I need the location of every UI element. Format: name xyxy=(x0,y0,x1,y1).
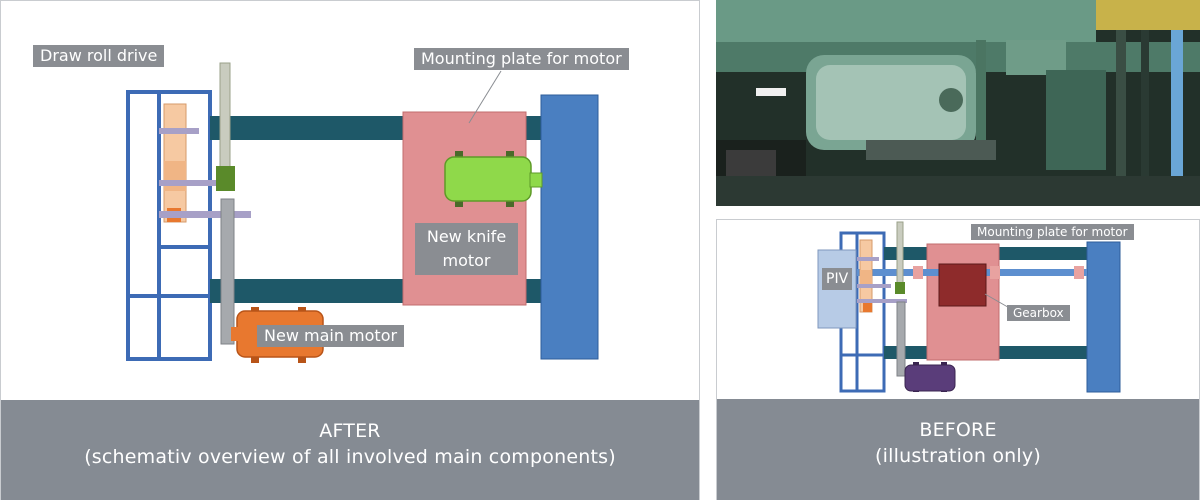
label-draw-roll-drive: Draw roll drive xyxy=(33,45,165,67)
old-main-motor xyxy=(904,362,956,392)
label-mounting-plate: Mounting plate for motor xyxy=(414,48,629,70)
knife-motor-line1: New knife xyxy=(426,227,507,246)
after-caption-title: AFTER xyxy=(319,420,381,442)
before-schematic xyxy=(817,221,1121,393)
gearbox xyxy=(938,263,987,307)
label-new-main-motor: New main motor xyxy=(257,325,405,347)
after-schematic xyxy=(126,62,599,363)
mounting-plate xyxy=(402,111,527,306)
label-gearbox: Gearbox xyxy=(1007,305,1070,321)
vertical-shaft xyxy=(219,62,231,174)
old-right-frame-post xyxy=(1086,241,1121,393)
before-caption-title: BEFORE xyxy=(919,419,997,441)
before-photo xyxy=(716,0,1200,206)
before-caption-subtitle: (illustration only) xyxy=(875,445,1041,467)
label-old-mounting-plate: Mounting plate for motor xyxy=(971,224,1134,240)
after-panel: Draw roll drive Mounting plate for motor… xyxy=(0,0,700,500)
right-frame-post xyxy=(540,94,599,360)
after-caption: AFTER (schemativ overview of all involve… xyxy=(1,400,699,500)
after-caption-subtitle: (schemativ overview of all involved main… xyxy=(84,446,616,468)
knife-motor xyxy=(444,151,543,207)
label-piv: PIV xyxy=(822,268,853,290)
machine-photo-illustration xyxy=(716,0,1200,206)
coupling-green xyxy=(216,166,235,191)
label-new-knife-motor: New knife motor xyxy=(415,223,518,275)
before-panel: Mounting plate for motor PIV Gearbox BEF… xyxy=(716,219,1200,500)
before-caption: BEFORE (illustration only) xyxy=(717,399,1199,500)
knife-motor-line2: motor xyxy=(442,251,491,270)
belt-arm xyxy=(220,198,235,345)
